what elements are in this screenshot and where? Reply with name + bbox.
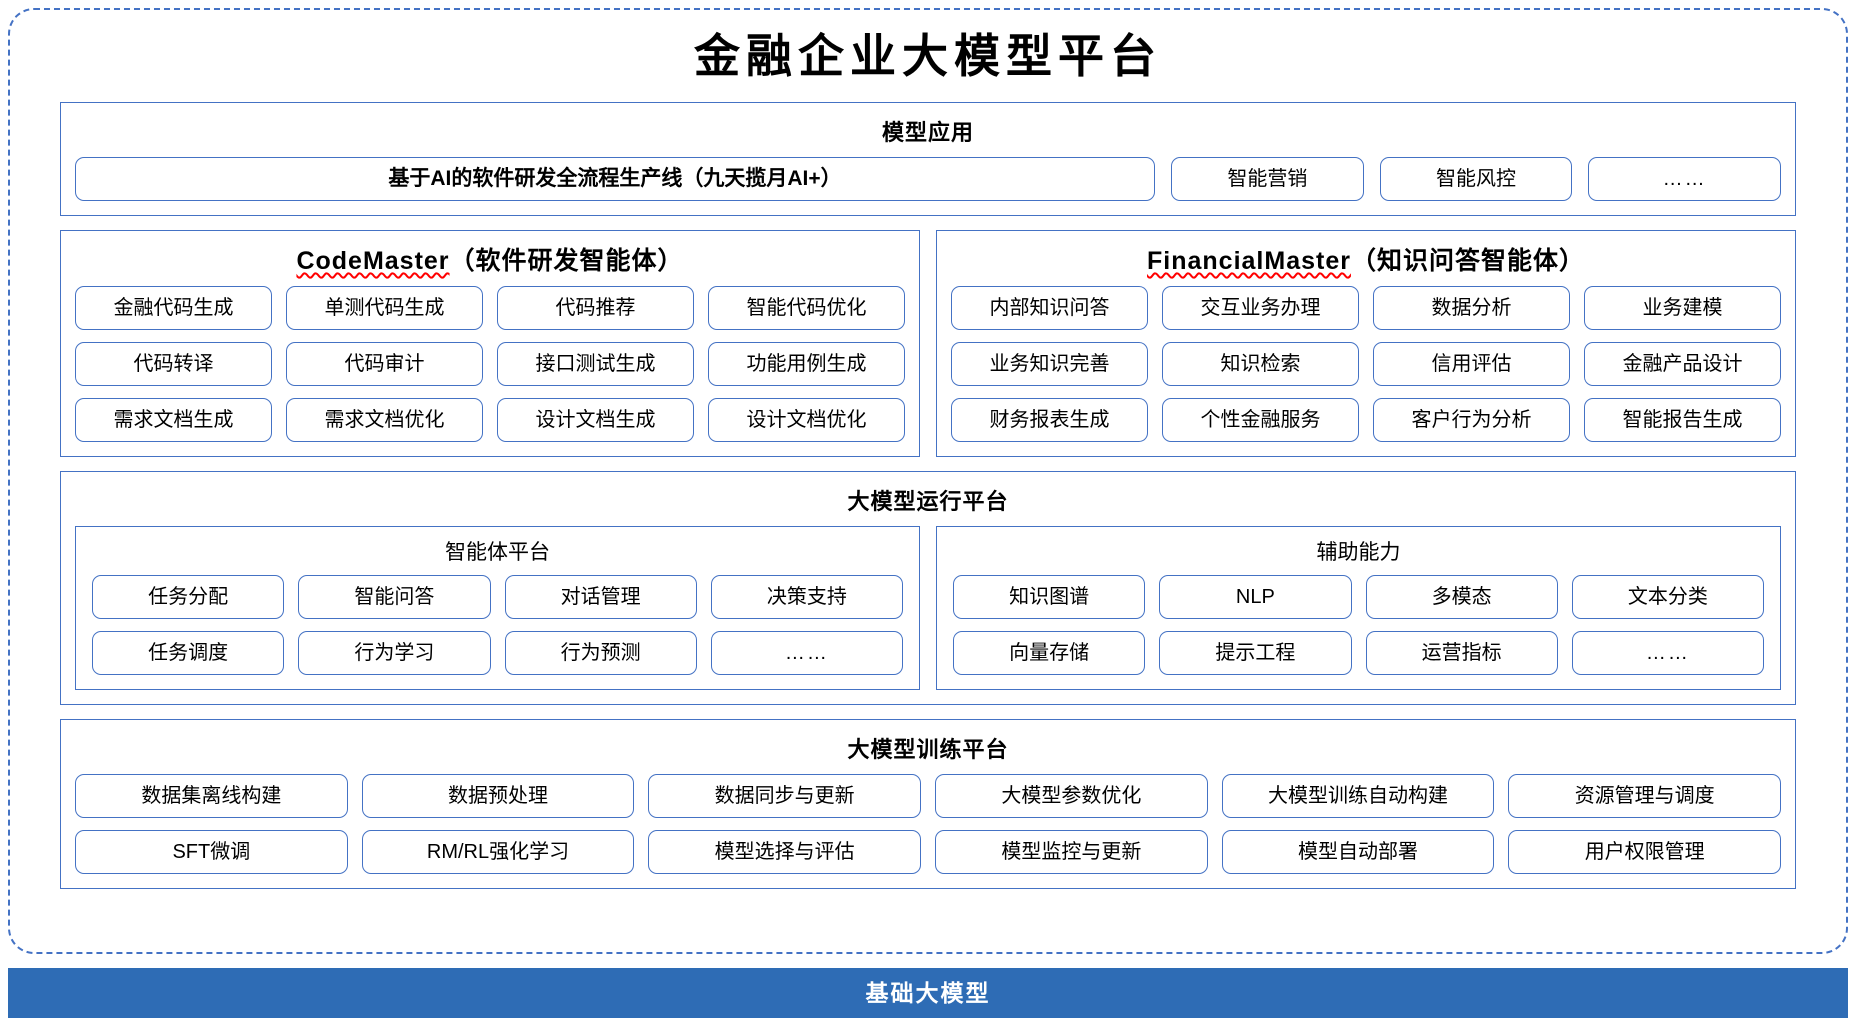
agent-chip-task-scheduling[interactable]: 任务调度	[92, 631, 285, 675]
aux-chip-knowledge-graph[interactable]: 知识图谱	[953, 575, 1146, 619]
fin-chip-financial-product-design[interactable]: 金融产品设计	[1584, 342, 1781, 386]
code-master-name: CodeMaster	[296, 247, 450, 275]
agent-chip-task-allocation[interactable]: 任务分配	[92, 575, 285, 619]
layer-model-application: 模型应用 基于AI的软件研发全流程生产线（九天揽月AI+） 智能营销 智能风控 …	[60, 102, 1796, 216]
layer-title-train-platform: 大模型训练平台	[847, 737, 1009, 762]
code-chip-requirement-doc-gen[interactable]: 需求文档生成	[75, 398, 272, 442]
platform-content-wrapper: 金融企业大模型平台 模型应用 基于AI的软件研发全流程生产线（九天揽月AI+） …	[8, 8, 1848, 954]
subpanel-title-agent-platform: 智能体平台	[445, 541, 550, 564]
fin-chip-business-modeling[interactable]: 业务建模	[1584, 286, 1781, 330]
agent-platform-row-2: 任务调度 行为学习 行为预测 ……	[92, 631, 903, 675]
train-chip-model-monitor-update[interactable]: 模型监控与更新	[935, 830, 1208, 874]
code-chip-code-audit[interactable]: 代码审计	[286, 342, 483, 386]
train-platform-row-2: SFT微调 RM/RL强化学习 模型选择与评估 模型监控与更新 模型自动部署 用…	[75, 830, 1782, 874]
fin-chip-data-analysis[interactable]: 数据分析	[1373, 286, 1570, 330]
code-chip-code-translation[interactable]: 代码转译	[75, 342, 272, 386]
code-master-row-1: 金融代码生成 单测代码生成 代码推荐 智能代码优化	[75, 286, 905, 330]
fin-chip-interactive-business[interactable]: 交互业务办理	[1162, 286, 1359, 330]
code-chip-design-doc-opt[interactable]: 设计文档优化	[708, 398, 905, 442]
base-model-bar: 基础大模型	[8, 968, 1848, 1018]
code-chip-api-test-gen[interactable]: 接口测试生成	[497, 342, 694, 386]
financial-master-row-1: 内部知识问答 交互业务办理 数据分析 业务建模	[951, 286, 1781, 330]
code-master-row-2: 代码转译 代码审计 接口测试生成 功能用例生成	[75, 342, 905, 386]
code-master-subtitle: （软件研发智能体）	[449, 247, 684, 275]
aux-chip-nlp[interactable]: NLP	[1159, 575, 1352, 619]
auxiliary-row-2: 向量存储 提示工程 运营指标 ……	[953, 631, 1764, 675]
code-chip-unit-test-code-gen[interactable]: 单测代码生成	[286, 286, 483, 330]
train-chip-model-auto-deploy[interactable]: 模型自动部署	[1221, 830, 1495, 874]
agent-masters-section: CodeMaster（软件研发智能体） 金融代码生成 单测代码生成 代码推荐 智…	[60, 230, 1796, 457]
agent-chip-decision-support[interactable]: 决策支持	[710, 575, 903, 619]
code-chip-requirement-doc-opt[interactable]: 需求文档优化	[286, 398, 483, 442]
app-chip-ai-pipeline[interactable]: 基于AI的软件研发全流程生产线（九天揽月AI+）	[75, 157, 1155, 201]
fin-chip-credit-assessment[interactable]: 信用评估	[1373, 342, 1570, 386]
financial-master-row-2: 业务知识完善 知识检索 信用评估 金融产品设计	[951, 342, 1781, 386]
train-chip-model-selection-eval[interactable]: 模型选择与评估	[648, 830, 922, 874]
train-chip-auto-training-build[interactable]: 大模型训练自动构建	[1221, 774, 1495, 818]
agent-platform-row-1: 任务分配 智能问答 对话管理 决策支持	[92, 575, 903, 619]
panel-code-master: CodeMaster（软件研发智能体） 金融代码生成 单测代码生成 代码推荐 智…	[60, 230, 920, 457]
aux-chip-text-classification[interactable]: 文本分类	[1571, 575, 1764, 619]
app-chip-smart-marketing[interactable]: 智能营销	[1171, 157, 1364, 201]
panel-title-code-master: CodeMaster（软件研发智能体）	[75, 241, 905, 277]
subpanel-auxiliary-capabilities: 辅助能力 知识图谱 NLP 多模态 文本分类 向量存储 提示工程 运营指标 ……	[936, 526, 1781, 690]
train-platform-row-1: 数据集离线构建 数据预处理 数据同步与更新 大模型参数优化 大模型训练自动构建 …	[75, 774, 1782, 818]
code-master-row-3: 需求文档生成 需求文档优化 设计文档生成 设计文档优化	[75, 398, 905, 442]
panel-title-financial-master: FinancialMaster（知识问答智能体）	[951, 241, 1781, 277]
code-chip-design-doc-gen[interactable]: 设计文档生成	[497, 398, 694, 442]
run-platform-subpanels: 智能体平台 任务分配 智能问答 对话管理 决策支持 任务调度 行为学习 行为预测…	[75, 526, 1781, 690]
agent-chip-behavior-learning[interactable]: 行为学习	[298, 631, 491, 675]
code-chip-financial-code-gen[interactable]: 金融代码生成	[75, 286, 272, 330]
aux-chip-operation-metrics[interactable]: 运营指标	[1365, 631, 1558, 675]
fin-chip-business-knowledge-improve[interactable]: 业务知识完善	[951, 342, 1148, 386]
train-chip-data-preprocessing[interactable]: 数据预处理	[361, 774, 635, 818]
app-chip-smart-risk-control[interactable]: 智能风控	[1379, 157, 1573, 201]
app-chip-more[interactable]: ……	[1588, 157, 1782, 201]
page-title: 金融企业大模型平台	[694, 29, 1162, 83]
financial-master-subtitle: （知识问答智能体）	[1350, 247, 1585, 275]
train-chip-user-permission-management[interactable]: 用户权限管理	[1508, 830, 1782, 874]
fin-chip-internal-knowledge-qa[interactable]: 内部知识问答	[951, 286, 1148, 330]
financial-master-row-3: 财务报表生成 个性金融服务 客户行为分析 智能报告生成	[951, 398, 1781, 442]
model-application-row: 基于AI的软件研发全流程生产线（九天揽月AI+） 智能营销 智能风控 ……	[75, 157, 1782, 201]
layer-model-train-platform: 大模型训练平台 数据集离线构建 数据预处理 数据同步与更新 大模型参数优化 大模…	[60, 719, 1796, 889]
train-chip-resource-management[interactable]: 资源管理与调度	[1508, 774, 1782, 818]
aux-chip-prompt-engineering[interactable]: 提示工程	[1159, 631, 1352, 675]
fin-chip-knowledge-retrieval[interactable]: 知识检索	[1162, 342, 1359, 386]
fin-chip-financial-statement-gen[interactable]: 财务报表生成	[951, 398, 1148, 442]
aux-chip-more[interactable]: ……	[1571, 631, 1764, 675]
subpanel-title-auxiliary-capabilities: 辅助能力	[1316, 541, 1401, 564]
layer-title-run-platform: 大模型运行平台	[847, 489, 1009, 514]
train-chip-sft-finetune[interactable]: SFT微调	[75, 830, 348, 874]
aux-chip-multimodal[interactable]: 多模态	[1365, 575, 1558, 619]
financial-master-name: FinancialMaster	[1147, 247, 1351, 275]
auxiliary-row-1: 知识图谱 NLP 多模态 文本分类	[953, 575, 1764, 619]
code-chip-smart-code-optimization[interactable]: 智能代码优化	[708, 286, 905, 330]
layer-title-model-application: 模型应用	[881, 120, 974, 145]
agent-chip-smart-qa[interactable]: 智能问答	[298, 575, 491, 619]
agent-chip-dialogue-management[interactable]: 对话管理	[504, 575, 697, 619]
agent-chip-behavior-prediction[interactable]: 行为预测	[504, 631, 697, 675]
fin-chip-smart-report-gen[interactable]: 智能报告生成	[1584, 398, 1781, 442]
fin-chip-customer-behavior-analysis[interactable]: 客户行为分析	[1373, 398, 1570, 442]
fin-chip-personalized-service[interactable]: 个性金融服务	[1162, 398, 1359, 442]
agent-chip-more[interactable]: ……	[710, 631, 903, 675]
train-chip-data-sync-update[interactable]: 数据同步与更新	[648, 774, 922, 818]
code-chip-function-case-gen[interactable]: 功能用例生成	[708, 342, 905, 386]
platform-dashed-border	[8, 8, 1848, 954]
train-chip-model-param-optimization[interactable]: 大模型参数优化	[935, 774, 1208, 818]
layer-model-run-platform: 大模型运行平台 智能体平台 任务分配 智能问答 对话管理 决策支持 任务调度 行…	[60, 471, 1796, 705]
aux-chip-vector-storage[interactable]: 向量存储	[953, 631, 1146, 675]
train-chip-dataset-offline-build[interactable]: 数据集离线构建	[75, 774, 348, 818]
panel-financial-master: FinancialMaster（知识问答智能体） 内部知识问答 交互业务办理 数…	[936, 230, 1796, 457]
subpanel-agent-platform: 智能体平台 任务分配 智能问答 对话管理 决策支持 任务调度 行为学习 行为预测…	[75, 526, 920, 690]
code-chip-code-recommendation[interactable]: 代码推荐	[497, 286, 694, 330]
train-chip-rm-rl-learning[interactable]: RM/RL强化学习	[361, 830, 635, 874]
